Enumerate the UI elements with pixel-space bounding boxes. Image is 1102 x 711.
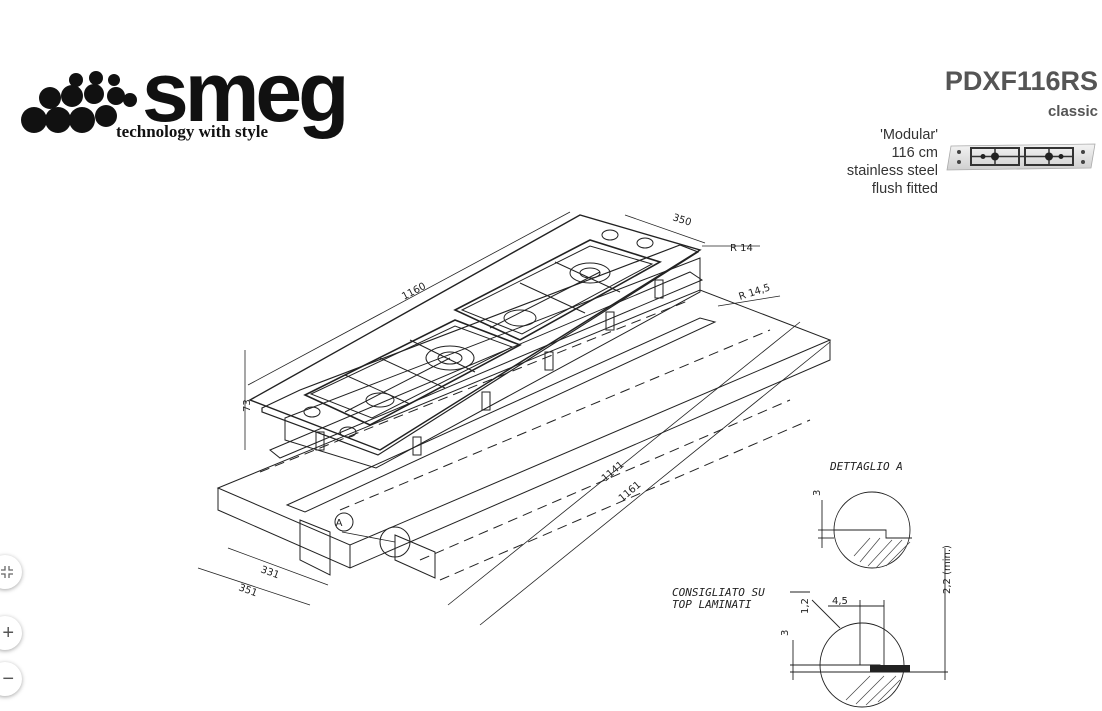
hob-body <box>284 257 701 469</box>
dim-detail-rebate-2: 3 <box>780 630 791 636</box>
detail-a-lower <box>790 548 948 708</box>
description-line: stainless steel <box>846 163 938 179</box>
dim-min-thickness: 2,2 (min.) <box>942 545 953 594</box>
description-line: flush fitted <box>871 181 938 197</box>
callout-a: A <box>336 518 343 529</box>
brand-name: smeg <box>142 45 349 139</box>
dim-depth: 350 <box>671 212 693 228</box>
dim-cutout-inner: 1141 <box>600 460 627 485</box>
technical-drawing: 1160 350 R 14 R 14,5 73 1141 1161 331 35… <box>197 211 953 708</box>
logo-dots-icon <box>21 71 137 133</box>
dim-cutout-depth-inner: 331 <box>259 564 281 581</box>
dim-overall-length: 1160 <box>400 281 428 303</box>
description-line: 'Modular' <box>880 127 938 143</box>
laminate-layer <box>870 665 910 672</box>
product-thumbnail <box>946 143 1096 171</box>
description-line: 116 cm <box>891 145 938 161</box>
brand-logo: smeg technology with style <box>20 50 350 144</box>
dim-cutout-outer: 1161 <box>617 480 644 505</box>
dim-detail-width: 4,5 <box>832 596 848 607</box>
dim-detail-depth: 1,2 <box>800 598 811 614</box>
fit-screen-button[interactable] <box>0 555 22 589</box>
product-model: PDXF116RS <box>944 66 1098 96</box>
dim-detail-rebate: 3 <box>812 490 823 496</box>
brand-tagline: technology with style <box>116 122 269 141</box>
detail-title: DETTAGLIO A <box>829 460 903 473</box>
dim-radius-top: R 14 <box>730 243 753 254</box>
plus-icon: + <box>2 621 14 644</box>
product-line: classic <box>1047 103 1098 120</box>
product-description: 'Modular' 116 cm stainless steel flush f… <box>847 126 938 198</box>
detail-a-marker <box>379 526 411 558</box>
fit-screen-icon <box>1 566 13 578</box>
note-line-1: CONSIGLIATO SU <box>672 586 765 599</box>
zoom-out-button[interactable]: − <box>0 662 22 696</box>
detail-a-upper <box>818 491 912 569</box>
cutout-section <box>299 519 331 576</box>
countertop <box>216 289 832 546</box>
dim-height: 73 <box>242 399 253 412</box>
dim-cutout-depth-outer: 351 <box>237 582 259 599</box>
zoom-in-button[interactable]: + <box>0 616 22 650</box>
hob-top-plate <box>248 214 702 451</box>
note-line-2: TOP LAMINATI <box>672 598 752 611</box>
minus-icon: − <box>2 667 14 690</box>
